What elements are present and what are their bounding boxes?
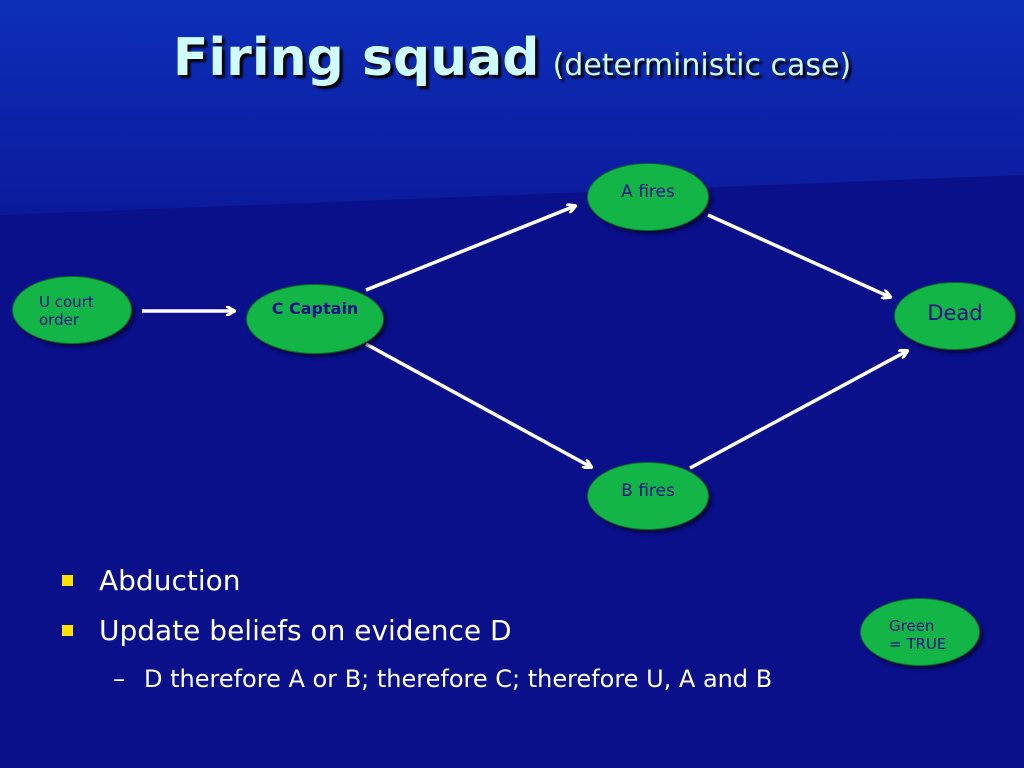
bullet-text: Update beliefs on evidence D bbox=[99, 614, 512, 647]
slide-title: Firing squad (deterministic case) bbox=[0, 28, 1024, 88]
node-b-label: B fires bbox=[621, 481, 675, 501]
sub-bullet-text: D therefore A or B; therefore C; therefo… bbox=[144, 665, 773, 693]
node-c-captain: C Captain bbox=[246, 284, 384, 354]
node-dead-label: Dead bbox=[927, 301, 983, 325]
arrow-b-to-dead bbox=[689, 351, 907, 470]
bullet-text: Abduction bbox=[99, 564, 241, 597]
node-dead: Dead bbox=[894, 282, 1016, 350]
title-subtitle: (deterministic case) bbox=[552, 48, 852, 83]
legend-label: Green = TRUE bbox=[889, 617, 947, 653]
node-u-court-order: U court order bbox=[12, 276, 132, 344]
legend-green-true: Green = TRUE bbox=[860, 598, 980, 666]
dash-marker-icon: – bbox=[113, 665, 125, 693]
arrow-c-to-b bbox=[365, 342, 591, 467]
title-main: Firing squad bbox=[172, 28, 540, 88]
bullet-marker-icon bbox=[62, 575, 73, 586]
arrow-a-to-dead bbox=[707, 213, 890, 297]
node-b-fires: B fires bbox=[587, 462, 709, 530]
arrow-c-to-a bbox=[365, 206, 575, 292]
node-a-fires: A fires bbox=[587, 163, 709, 231]
node-a-label: A fires bbox=[621, 182, 675, 202]
node-u-label: U court order bbox=[39, 293, 94, 329]
node-c-label: C Captain bbox=[271, 299, 359, 318]
bullet-marker-icon bbox=[62, 625, 73, 636]
